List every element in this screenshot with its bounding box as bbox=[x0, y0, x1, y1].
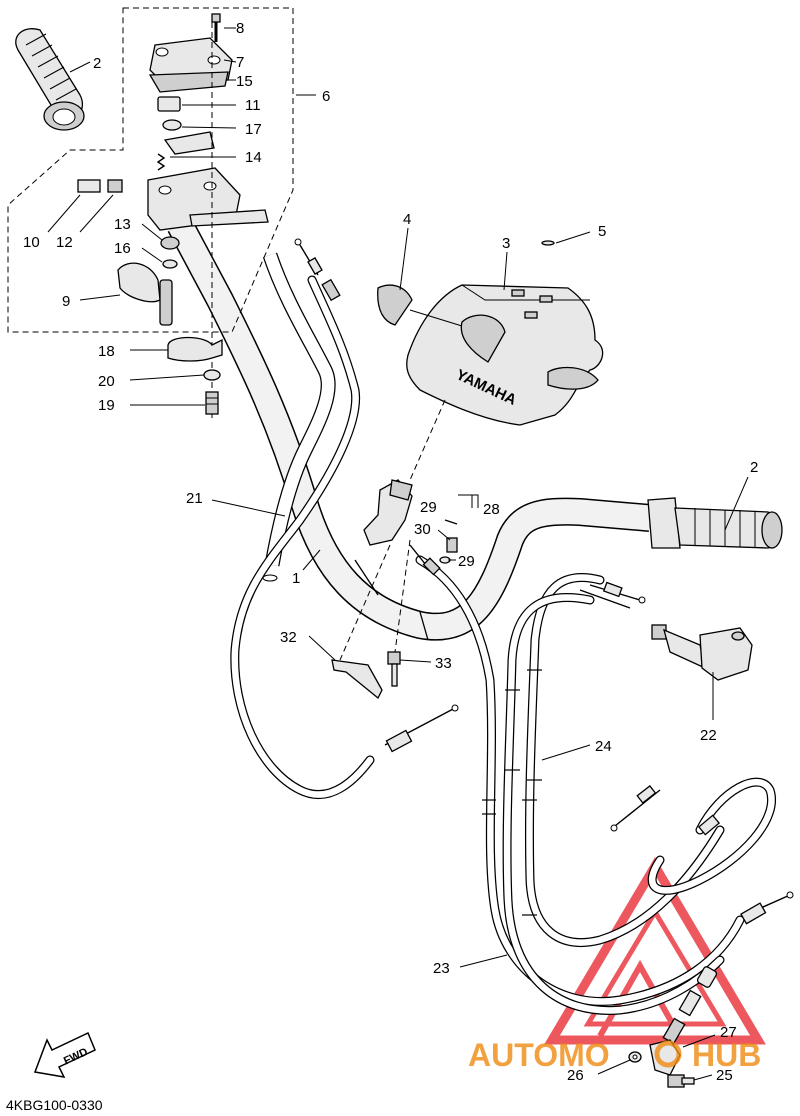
label-10: 10 bbox=[23, 234, 40, 251]
label-11: 11 bbox=[245, 97, 261, 114]
handlebar-cover: YAMAHA bbox=[377, 240, 604, 481]
label-20: 20 bbox=[98, 373, 115, 390]
label-6: 6 bbox=[322, 88, 330, 105]
handlebar bbox=[167, 218, 652, 641]
label-33: 33 bbox=[435, 655, 452, 672]
diagram-code: 4KBG100-0330 bbox=[6, 1097, 103, 1113]
lever-holder-assembly bbox=[331, 479, 458, 700]
label-12: 12 bbox=[56, 234, 73, 251]
part-labels: 2 8 7 15 11 17 14 6 10 12 13 16 9 18 20 … bbox=[23, 20, 758, 1084]
label-22: 22 bbox=[700, 727, 717, 744]
label-29: 29 bbox=[458, 553, 475, 570]
grip-left bbox=[15, 28, 85, 131]
throttle-housing-assembly bbox=[7, 7, 294, 420]
breather-hose bbox=[262, 252, 336, 582]
label-26: 26 bbox=[567, 1067, 584, 1084]
label-21: 21 bbox=[186, 490, 203, 507]
label-25: 25 bbox=[716, 1067, 733, 1084]
label-17: 17 bbox=[245, 121, 262, 138]
label-3: 3 bbox=[502, 235, 510, 252]
label-27: 27 bbox=[720, 1024, 737, 1041]
label-8: 9 bbox=[62, 293, 70, 310]
label-28: 28 bbox=[483, 501, 500, 518]
label-15: 15 bbox=[236, 73, 253, 90]
watermark-word-left: AUTOMO bbox=[468, 1037, 610, 1073]
label-19: 19 bbox=[98, 397, 115, 414]
label-9: 8 bbox=[236, 20, 244, 37]
label-24: 24 bbox=[595, 738, 612, 755]
label-1: 1 bbox=[292, 570, 300, 587]
label-5: 5 bbox=[598, 223, 606, 240]
label-32: 32 bbox=[280, 629, 297, 646]
label-30: 29 bbox=[420, 499, 437, 516]
watermark-word-right: HUB bbox=[692, 1037, 761, 1073]
cables bbox=[230, 275, 776, 1015]
watermark-text: AUTOMO HUB bbox=[468, 1037, 761, 1073]
label-16: 16 bbox=[114, 240, 131, 257]
label-2-right: 2 bbox=[750, 459, 758, 476]
label-7: 7 bbox=[236, 54, 244, 71]
cable-end-fittings bbox=[294, 238, 794, 925]
label-13: 13 bbox=[114, 216, 131, 233]
leader-lines bbox=[47, 27, 749, 1081]
grip-right bbox=[647, 497, 783, 549]
label-18: 18 bbox=[98, 343, 115, 360]
label-4: 4 bbox=[403, 211, 411, 228]
label-14: 14 bbox=[245, 149, 262, 166]
fwd-direction-arrow: FWD bbox=[33, 1031, 96, 1078]
label-31: 30 bbox=[414, 521, 431, 538]
switch-assembly bbox=[651, 624, 753, 681]
label-23: 23 bbox=[433, 960, 450, 977]
label-2-left: 2 bbox=[93, 55, 101, 72]
